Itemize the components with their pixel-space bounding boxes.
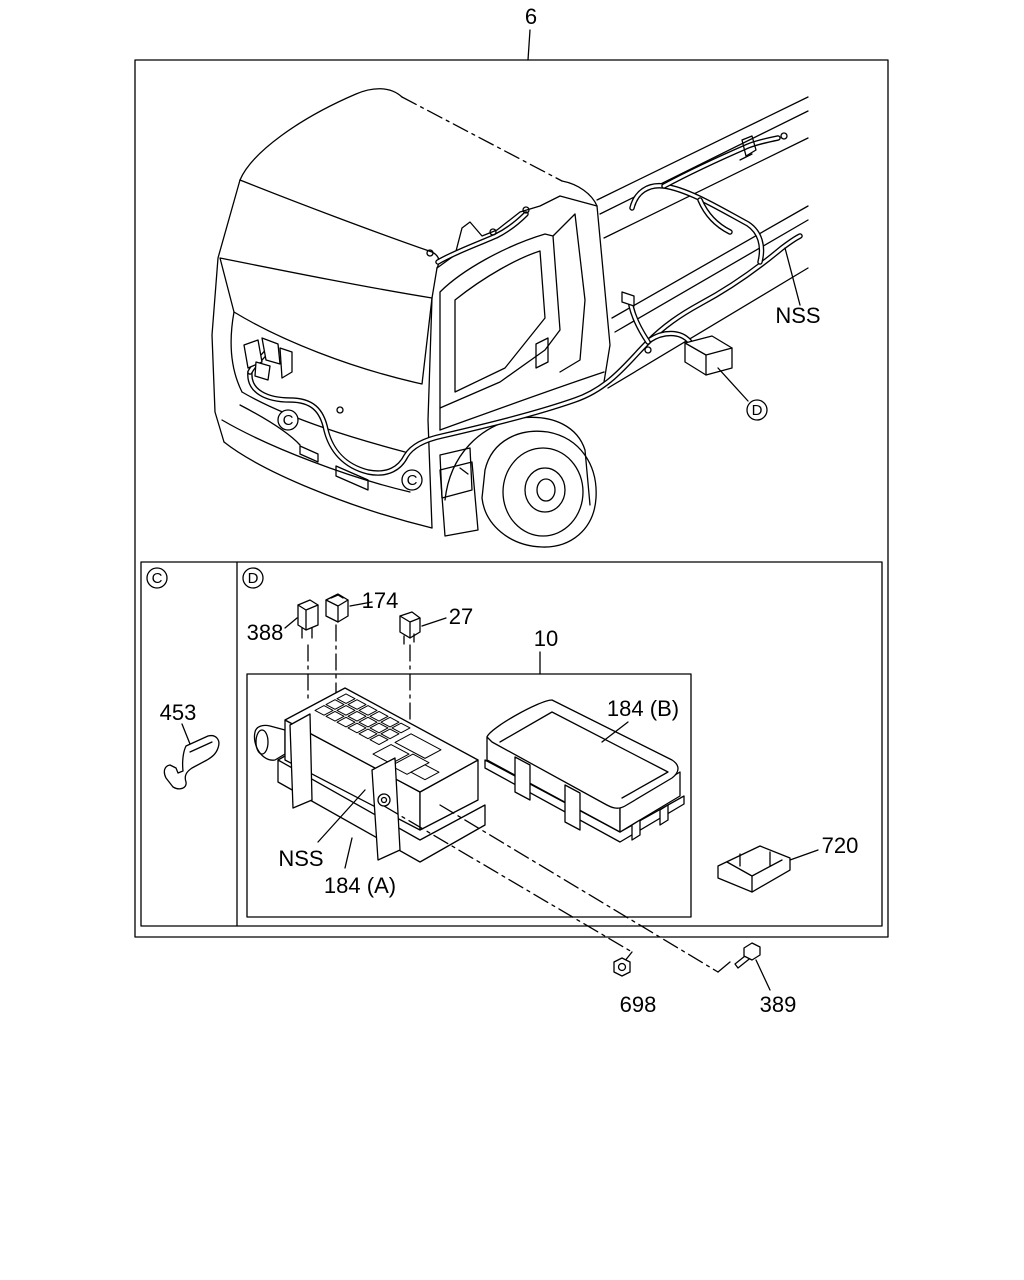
fuse-slot [348,723,366,733]
label-part-720: 720 [822,833,859,858]
front-wheel [481,430,597,548]
part-174-leader [349,601,373,607]
fuse-box-location [684,335,733,376]
fuse-slot [373,745,409,764]
bolt-389 [734,942,771,991]
label-part-388: 388 [247,620,284,645]
fuse-slot [337,694,355,704]
fuse-slot [359,717,377,727]
labels: 6 NSS D C C C D 453 174 388 27 10 184 (B… [152,4,859,1017]
part-184b-leader [601,721,629,743]
mount-bracket-left [289,713,313,809]
fuse-174 [325,593,349,623]
fuse-box-cover-184b [484,699,685,843]
panel-d [242,567,819,893]
relay-388 [297,599,319,639]
part-388-leader [284,617,298,629]
fuse-box-assembly-frame [246,673,692,918]
part-184a-leader [344,837,353,869]
nss-bottom-leader [317,789,366,843]
label-nss-top: NSS [775,303,820,328]
fuse-slot [392,723,410,733]
panel-d-circle [242,567,264,589]
outer-frame [134,59,889,938]
label-part-27: 27 [449,604,473,629]
truck-cab-drawing [211,88,611,548]
ref-c-circle-grille [277,409,299,431]
fuse-slot [359,729,377,739]
label-ref-d-truck: D [752,402,763,419]
fuse-slot [370,723,388,733]
ref-d-leader [717,367,749,402]
part-453-leader [181,723,191,745]
fuse-box-base-184a [253,687,486,863]
harness-connectors [243,132,801,491]
label-panel-c: C [152,570,163,587]
label-part-453: 453 [160,700,197,725]
part-27-leader [421,617,447,627]
fuse-slot [348,711,366,721]
label-part-174: 174 [362,588,399,613]
label-part-184a: 184 (A) [324,873,396,898]
fuse-slot [381,717,399,727]
fuse-slot [326,711,344,721]
fuse-slot [326,700,344,710]
label-nss-bottom: NSS [278,846,323,871]
diagram-frames [134,29,889,938]
fuse-slot [370,735,388,745]
fuse-slot [337,706,355,716]
wiring-harness [247,135,803,476]
fuse-slot [395,734,441,759]
fuse-slot [359,706,377,716]
fuse-slot [337,717,355,727]
door-window [454,250,546,393]
chassis-frame [596,96,809,389]
fuse-slot [315,706,333,716]
label-ref-c-headlamp: C [407,472,418,489]
label-ref-c-grille: C [283,412,294,429]
label-panel-d: D [248,570,259,587]
fuse-slot [348,700,366,710]
bracket-720 [717,845,791,893]
panel-c [146,567,220,790]
ref-c-circle-headlamp [401,469,423,491]
label-part-389: 389 [760,992,797,1017]
label-part-6: 6 [525,4,537,29]
nss-top-leader [784,247,801,306]
nut-698 [613,957,631,977]
fuse-slot-grid [301,694,466,782]
fastener-lines [383,804,731,973]
part-389-leader [755,959,771,991]
assembly-leader [527,29,531,61]
door [439,233,561,409]
label-part-698: 698 [620,992,657,1017]
windshield [219,257,433,385]
clip-453 [163,734,220,790]
panel-c-circle [146,567,168,589]
fuse-slot [370,711,388,721]
part-720-leader [789,849,819,861]
fuse-slot [381,729,399,739]
fuse-slot [411,765,439,780]
label-part-10: 10 [534,626,558,651]
mount-bracket-right [371,757,401,861]
label-part-184b: 184 (B) [607,696,679,721]
detail-frame [140,561,883,927]
door-handle [535,337,549,369]
ref-d-circle [746,399,768,421]
fuse-27 [399,611,421,645]
